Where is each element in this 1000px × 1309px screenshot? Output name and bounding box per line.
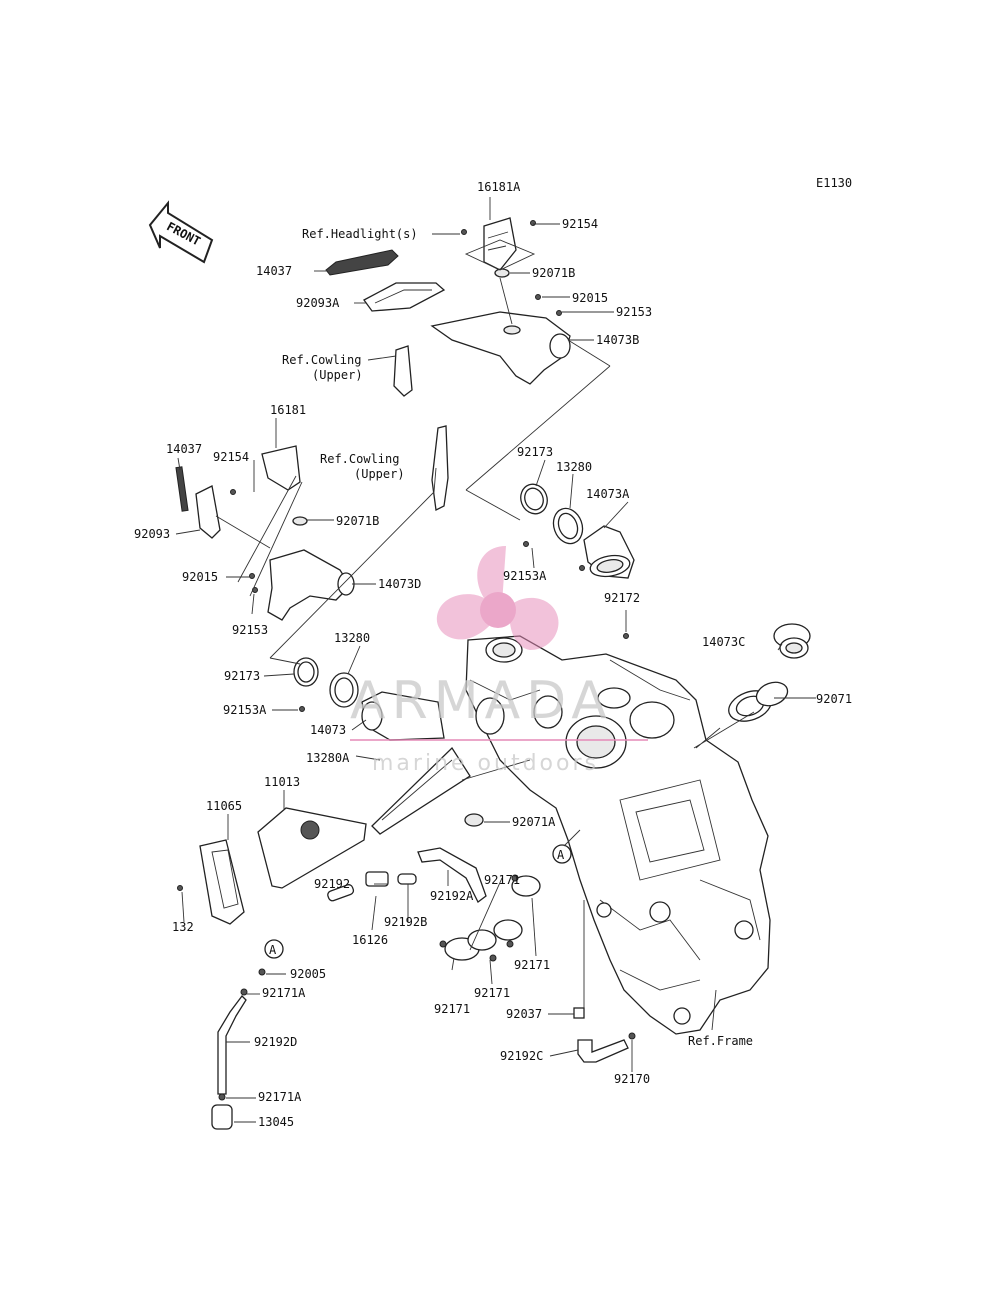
- leader-lines: [175, 197, 816, 1123]
- ref-cowling-upper-1b: (Upper): [312, 368, 363, 382]
- front-arrow-icon: FRONT: [148, 200, 214, 264]
- label-92071A: 92071A: [512, 815, 556, 829]
- label-92171A-bot: 92171A: [258, 1090, 302, 1104]
- rings-clamps: [293, 483, 811, 962]
- watermark-logo: ARMADA marine outdoors: [350, 546, 648, 776]
- diagram-code: E1130: [816, 176, 852, 190]
- label-92153-top: 92153: [616, 305, 652, 319]
- ref-headlight: Ref.Headlight(s): [302, 227, 418, 241]
- label-14037-left: 14037: [166, 442, 202, 456]
- airbox-body: [465, 633, 771, 1035]
- label-92154-left: 92154: [213, 450, 249, 464]
- label-16181A: 16181A: [477, 180, 521, 194]
- label-92015-left: 92015: [182, 570, 218, 584]
- propeller-hub-icon: [480, 592, 516, 628]
- callout-a-bottom: A: [269, 943, 277, 957]
- label-92173-left: 92173: [224, 669, 260, 683]
- callout-a-top: A: [557, 848, 565, 862]
- label-92192D: 92192D: [254, 1035, 297, 1049]
- label-92172: 92172: [604, 591, 640, 605]
- label-92173-top: 92173: [517, 445, 553, 459]
- label-92192B: 92192B: [384, 915, 427, 929]
- label-92071: 92071: [816, 692, 852, 706]
- label-92093: 92093: [134, 527, 170, 541]
- label-14073C: 14073C: [702, 635, 745, 649]
- ref-cowling-upper-1a: Ref.Cowling: [282, 353, 361, 367]
- ref-cowling-upper-2a: Ref.Cowling: [320, 452, 399, 466]
- filter-parts: [177, 746, 487, 925]
- label-13280-top: 13280: [556, 460, 592, 474]
- label-92071B-top: 92071B: [532, 266, 575, 280]
- label-132: 132: [172, 920, 194, 934]
- callout-a-circle-bottom: [264, 939, 284, 959]
- label-92171-d: 92171: [434, 1002, 470, 1016]
- drain-parts: A A: [211, 844, 636, 1130]
- label-92037: 92037: [506, 1007, 542, 1021]
- label-92093A: 92093A: [296, 296, 340, 310]
- label-92171A-top: 92171A: [262, 986, 306, 1000]
- watermark-brand: ARMADA: [350, 671, 613, 731]
- label-92015-top: 92015: [572, 291, 608, 305]
- ref-frame: Ref.Frame: [688, 1034, 753, 1048]
- label-14073B: 14073B: [596, 333, 639, 347]
- label-14073A: 14073A: [586, 487, 630, 501]
- label-13045: 13045: [258, 1115, 294, 1129]
- label-16126: 16126: [352, 933, 388, 947]
- label-11013: 11013: [264, 775, 300, 789]
- label-92071B-left: 92071B: [336, 514, 379, 528]
- callout-a-circle-top: [552, 844, 572, 864]
- label-92153A-top: 92153A: [503, 569, 547, 583]
- label-92005: 92005: [290, 967, 326, 981]
- part-labels: 16181A 92154 Ref.Headlight(s) 14037 9207…: [134, 180, 852, 1129]
- label-92192A: 92192A: [430, 889, 474, 903]
- label-14073: 14073: [310, 723, 346, 737]
- label-92170: 92170: [614, 1072, 650, 1086]
- label-92192: 92192: [314, 877, 350, 891]
- label-92171-c: 92171: [474, 986, 510, 1000]
- label-16181: 16181: [270, 403, 306, 417]
- label-14037-top: 14037: [256, 264, 292, 278]
- label-92153-left: 92153: [232, 623, 268, 637]
- top-duct-assembly: [325, 217, 571, 397]
- label-14073D: 14073D: [378, 577, 421, 591]
- left-duct-assembly: [175, 425, 449, 621]
- label-13280A: 13280A: [306, 751, 350, 765]
- ref-cowling-upper-2b: (Upper): [354, 467, 405, 481]
- label-92192C: 92192C: [500, 1049, 543, 1063]
- label-92154-top: 92154: [562, 217, 598, 231]
- label-92153A-left: 92153A: [223, 703, 267, 717]
- propeller-blade-right-icon: [509, 597, 559, 650]
- label-92171-b: 92171: [514, 958, 550, 972]
- label-13280-left: 13280: [334, 631, 370, 645]
- watermark-tagline: marine outdoors: [372, 751, 599, 776]
- label-11065: 11065: [206, 799, 242, 813]
- label-92171-a: 92171: [484, 873, 520, 887]
